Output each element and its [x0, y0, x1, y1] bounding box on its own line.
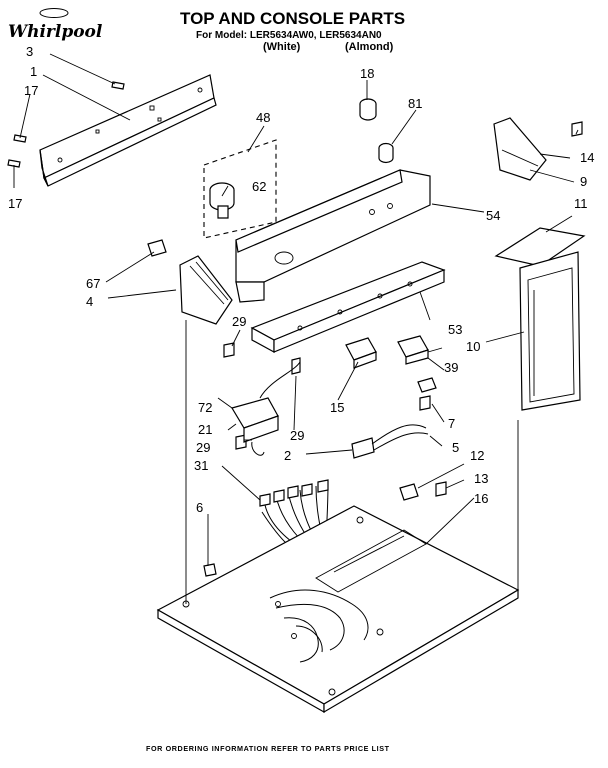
end-cap-right	[493, 117, 583, 181]
callout-17-top: 17	[24, 83, 38, 98]
alignment-lines	[185, 320, 519, 604]
callout-29-mid: 29	[290, 428, 304, 443]
console-right-trim	[494, 227, 586, 411]
callout-31: 31	[194, 458, 208, 473]
model-line: For Model: LER5634AW0, LER5634AN0	[196, 30, 382, 41]
relay-part	[231, 361, 301, 456]
dryer-top	[156, 505, 520, 714]
top-fasteners	[203, 481, 447, 577]
rear-bracket-part	[39, 74, 217, 187]
callout-62: 62	[252, 179, 266, 194]
callout-labels: 3 1 17 17 18 81 48 62 54 67 4 29 53 10 3…	[8, 44, 594, 515]
callout-6: 6	[196, 500, 203, 515]
callout-72: 72	[198, 400, 212, 415]
callout-54: 54	[486, 208, 500, 223]
switch-parts	[345, 335, 429, 369]
callout-11: 11	[574, 196, 588, 211]
callout-3: 3	[26, 44, 33, 59]
bracket-screws	[7, 81, 125, 168]
callout-1: 1	[30, 64, 37, 79]
control-knobs	[359, 98, 394, 164]
callout-15: 15	[330, 400, 344, 415]
variant-almond: (Almond)	[345, 41, 394, 53]
leader-lines	[13, 53, 579, 566]
callout-17-bottom: 17	[8, 196, 22, 211]
callout-67: 67	[86, 276, 100, 291]
wire-connector	[351, 424, 429, 459]
callout-4: 4	[86, 294, 93, 309]
callout-29-low: 29	[196, 440, 210, 455]
callout-2: 2	[284, 448, 291, 463]
end-cap-left	[147, 239, 233, 325]
variant-white: (White)	[263, 41, 301, 53]
ordering-note: FOR ORDERING INFORMATION REFER TO PARTS …	[146, 744, 390, 753]
callout-10: 10	[466, 339, 480, 354]
callout-81: 81	[408, 96, 422, 111]
callout-29-top: 29	[232, 314, 246, 329]
mounting-channel	[250, 261, 446, 354]
callout-14: 14	[580, 150, 594, 165]
callout-39: 39	[444, 360, 458, 375]
callout-9: 9	[580, 174, 587, 189]
console-panel	[235, 169, 431, 303]
callout-16: 16	[474, 491, 488, 506]
callout-21: 21	[198, 422, 212, 437]
brand-logo-text: Whirlpool	[8, 22, 103, 42]
callout-7: 7	[448, 416, 455, 431]
callout-48: 48	[256, 110, 270, 125]
callout-5: 5	[452, 440, 459, 455]
callout-12: 12	[470, 448, 484, 463]
callout-18: 18	[360, 66, 374, 81]
page-title: TOP AND CONSOLE PARTS	[180, 9, 405, 28]
whirlpool-logo: Whirlpool	[8, 8, 103, 42]
callout-53: 53	[448, 322, 462, 337]
callout-13: 13	[474, 471, 488, 486]
